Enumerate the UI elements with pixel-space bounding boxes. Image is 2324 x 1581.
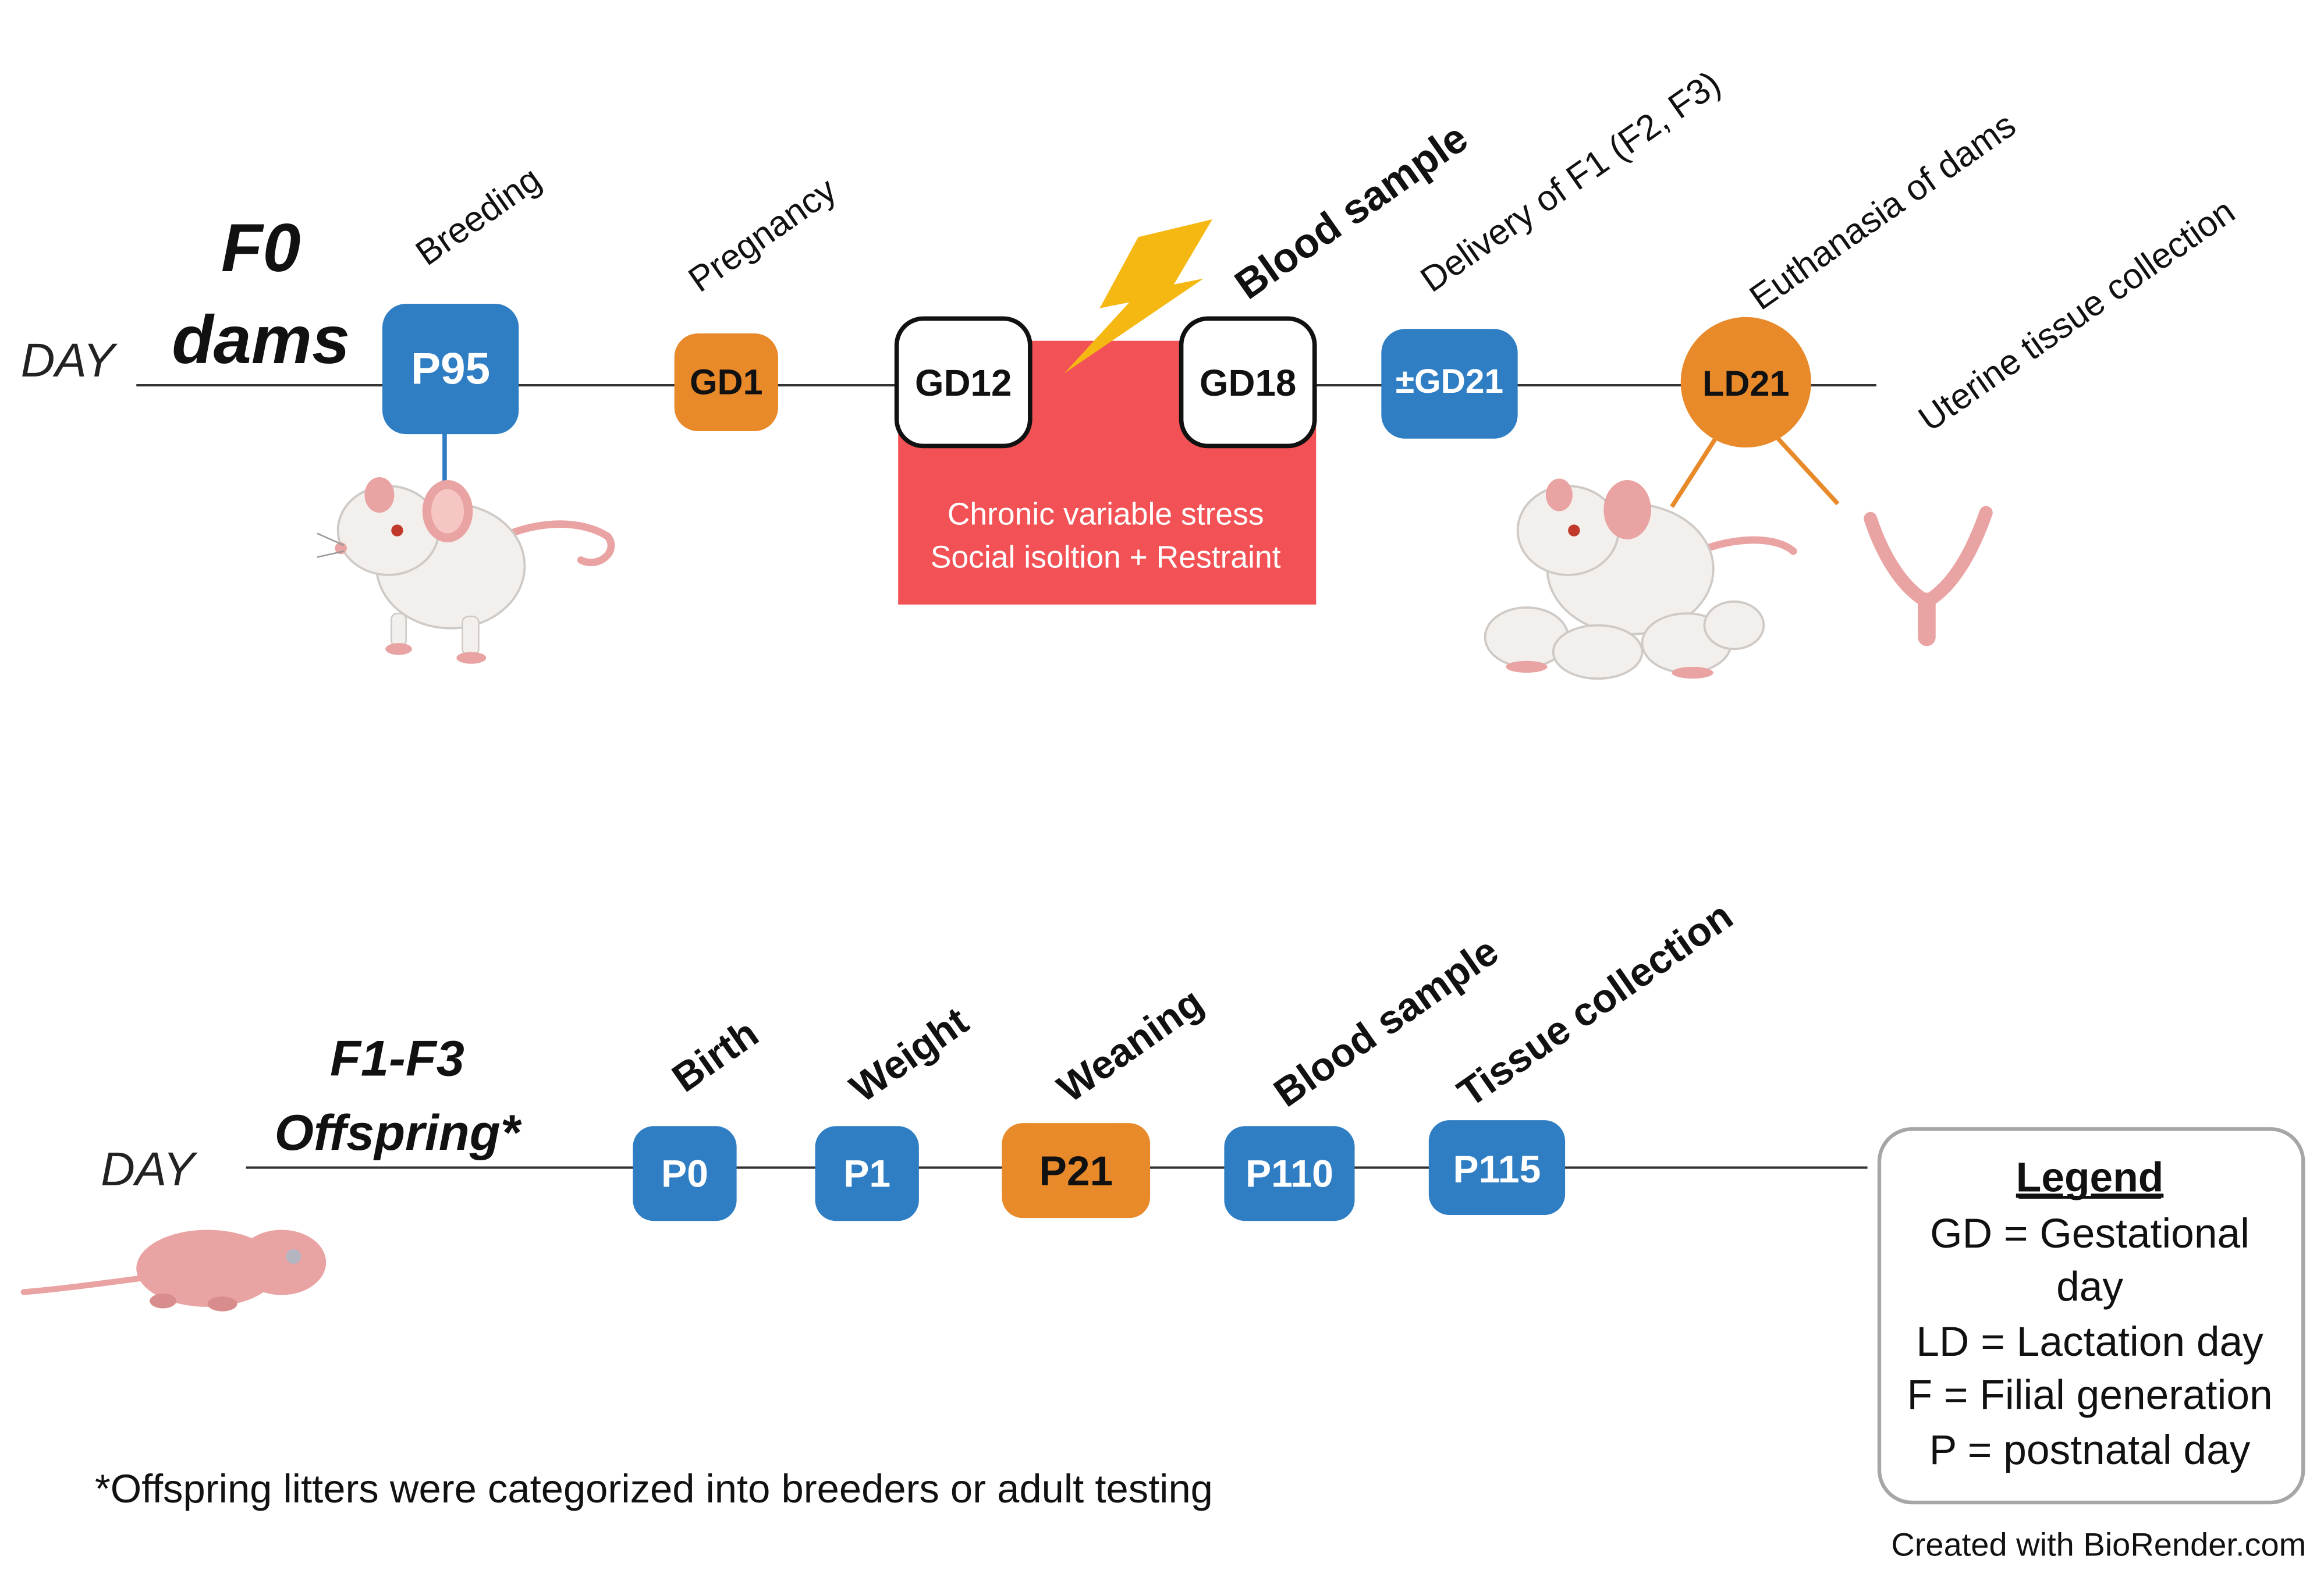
mouse-with-pups-icon [1484, 478, 1797, 680]
svg-text:P110: P110 [1246, 1153, 1333, 1196]
mother-connector [1670, 431, 1722, 508]
legend-line-5: P = postnatal day [1929, 1427, 2251, 1473]
event-uterine-tissue: Uterine tissue collection [1911, 191, 2242, 439]
legend-title: Legend [2016, 1154, 2164, 1200]
offspring-group-title-2: Offspring* [275, 1105, 523, 1161]
node-gd12: GD12 [894, 316, 1033, 449]
biorender-credit: Created with BioRender.com [1891, 1526, 2306, 1563]
event-pregnancy: Pregnancy [681, 169, 843, 300]
svg-text:P1: P1 [843, 1153, 890, 1196]
mouse-icon [317, 477, 615, 664]
lightning-bolt-icon [1064, 219, 1213, 374]
svg-text:LD21: LD21 [1702, 364, 1789, 403]
offspring-group-title-1: F1-F3 [330, 1031, 464, 1087]
legend-line-1: GD = Gestational [1930, 1210, 2250, 1257]
node-gd1: GD1 [674, 333, 778, 432]
node-p95: P95 [382, 304, 519, 435]
node-p110: P110 [1224, 1126, 1355, 1221]
f0-group-title-1: F0 [221, 209, 301, 286]
pup-icon [20, 1230, 327, 1312]
event-weaning: Weaning [1049, 979, 1211, 1111]
uterus-connector [1771, 431, 1840, 506]
uterus-icon [1864, 506, 1993, 646]
footnote: *Offspring litters were categorized into… [95, 1466, 1213, 1511]
offspring-day-label: DAY [101, 1143, 198, 1196]
node-p21: P21 [1002, 1123, 1151, 1218]
event-birth: Birth [664, 1010, 767, 1100]
node-gd21: ±GD21 [1381, 329, 1518, 439]
stress-label-2: Social isoltion + Restraint [931, 540, 1281, 574]
event-euthanasia: Euthanasia of dams [1743, 105, 2023, 318]
event-breeding: Breeding [409, 159, 548, 273]
node-p0: P0 [633, 1126, 737, 1221]
f0-day-label: DAY [21, 334, 118, 387]
node-p1: P1 [815, 1126, 919, 1221]
svg-text:P21: P21 [1039, 1148, 1113, 1195]
node-p115: P115 [1428, 1120, 1566, 1216]
event-weight: Weight [842, 999, 977, 1111]
node-ld21: LD21 [1680, 317, 1811, 448]
legend-line-3: LD = Lactation day [1916, 1319, 2263, 1365]
legend-line-2: day [2056, 1264, 2123, 1310]
svg-text:GD12: GD12 [915, 363, 1012, 404]
stress-label-1: Chronic variable stress [948, 497, 1264, 531]
event-delivery: Delivery of F1 (F2, F3) [1413, 63, 1727, 300]
svg-text:GD1: GD1 [690, 362, 763, 402]
svg-text:±GD21: ±GD21 [1396, 363, 1503, 400]
svg-text:P95: P95 [411, 344, 490, 394]
svg-text:GD18: GD18 [1200, 363, 1296, 404]
node-gd18: GD18 [1179, 316, 1317, 449]
svg-text:P115: P115 [1453, 1148, 1541, 1191]
legend-box: Legend GD = Gestational day LD = Lactati… [1877, 1127, 2305, 1505]
event-tissue-collection: Tissue collection [1450, 893, 1741, 1115]
f0-group-title-2: dams [172, 301, 350, 378]
legend-line-4: F = Filial generation [1907, 1372, 2272, 1419]
svg-text:P0: P0 [661, 1153, 708, 1196]
